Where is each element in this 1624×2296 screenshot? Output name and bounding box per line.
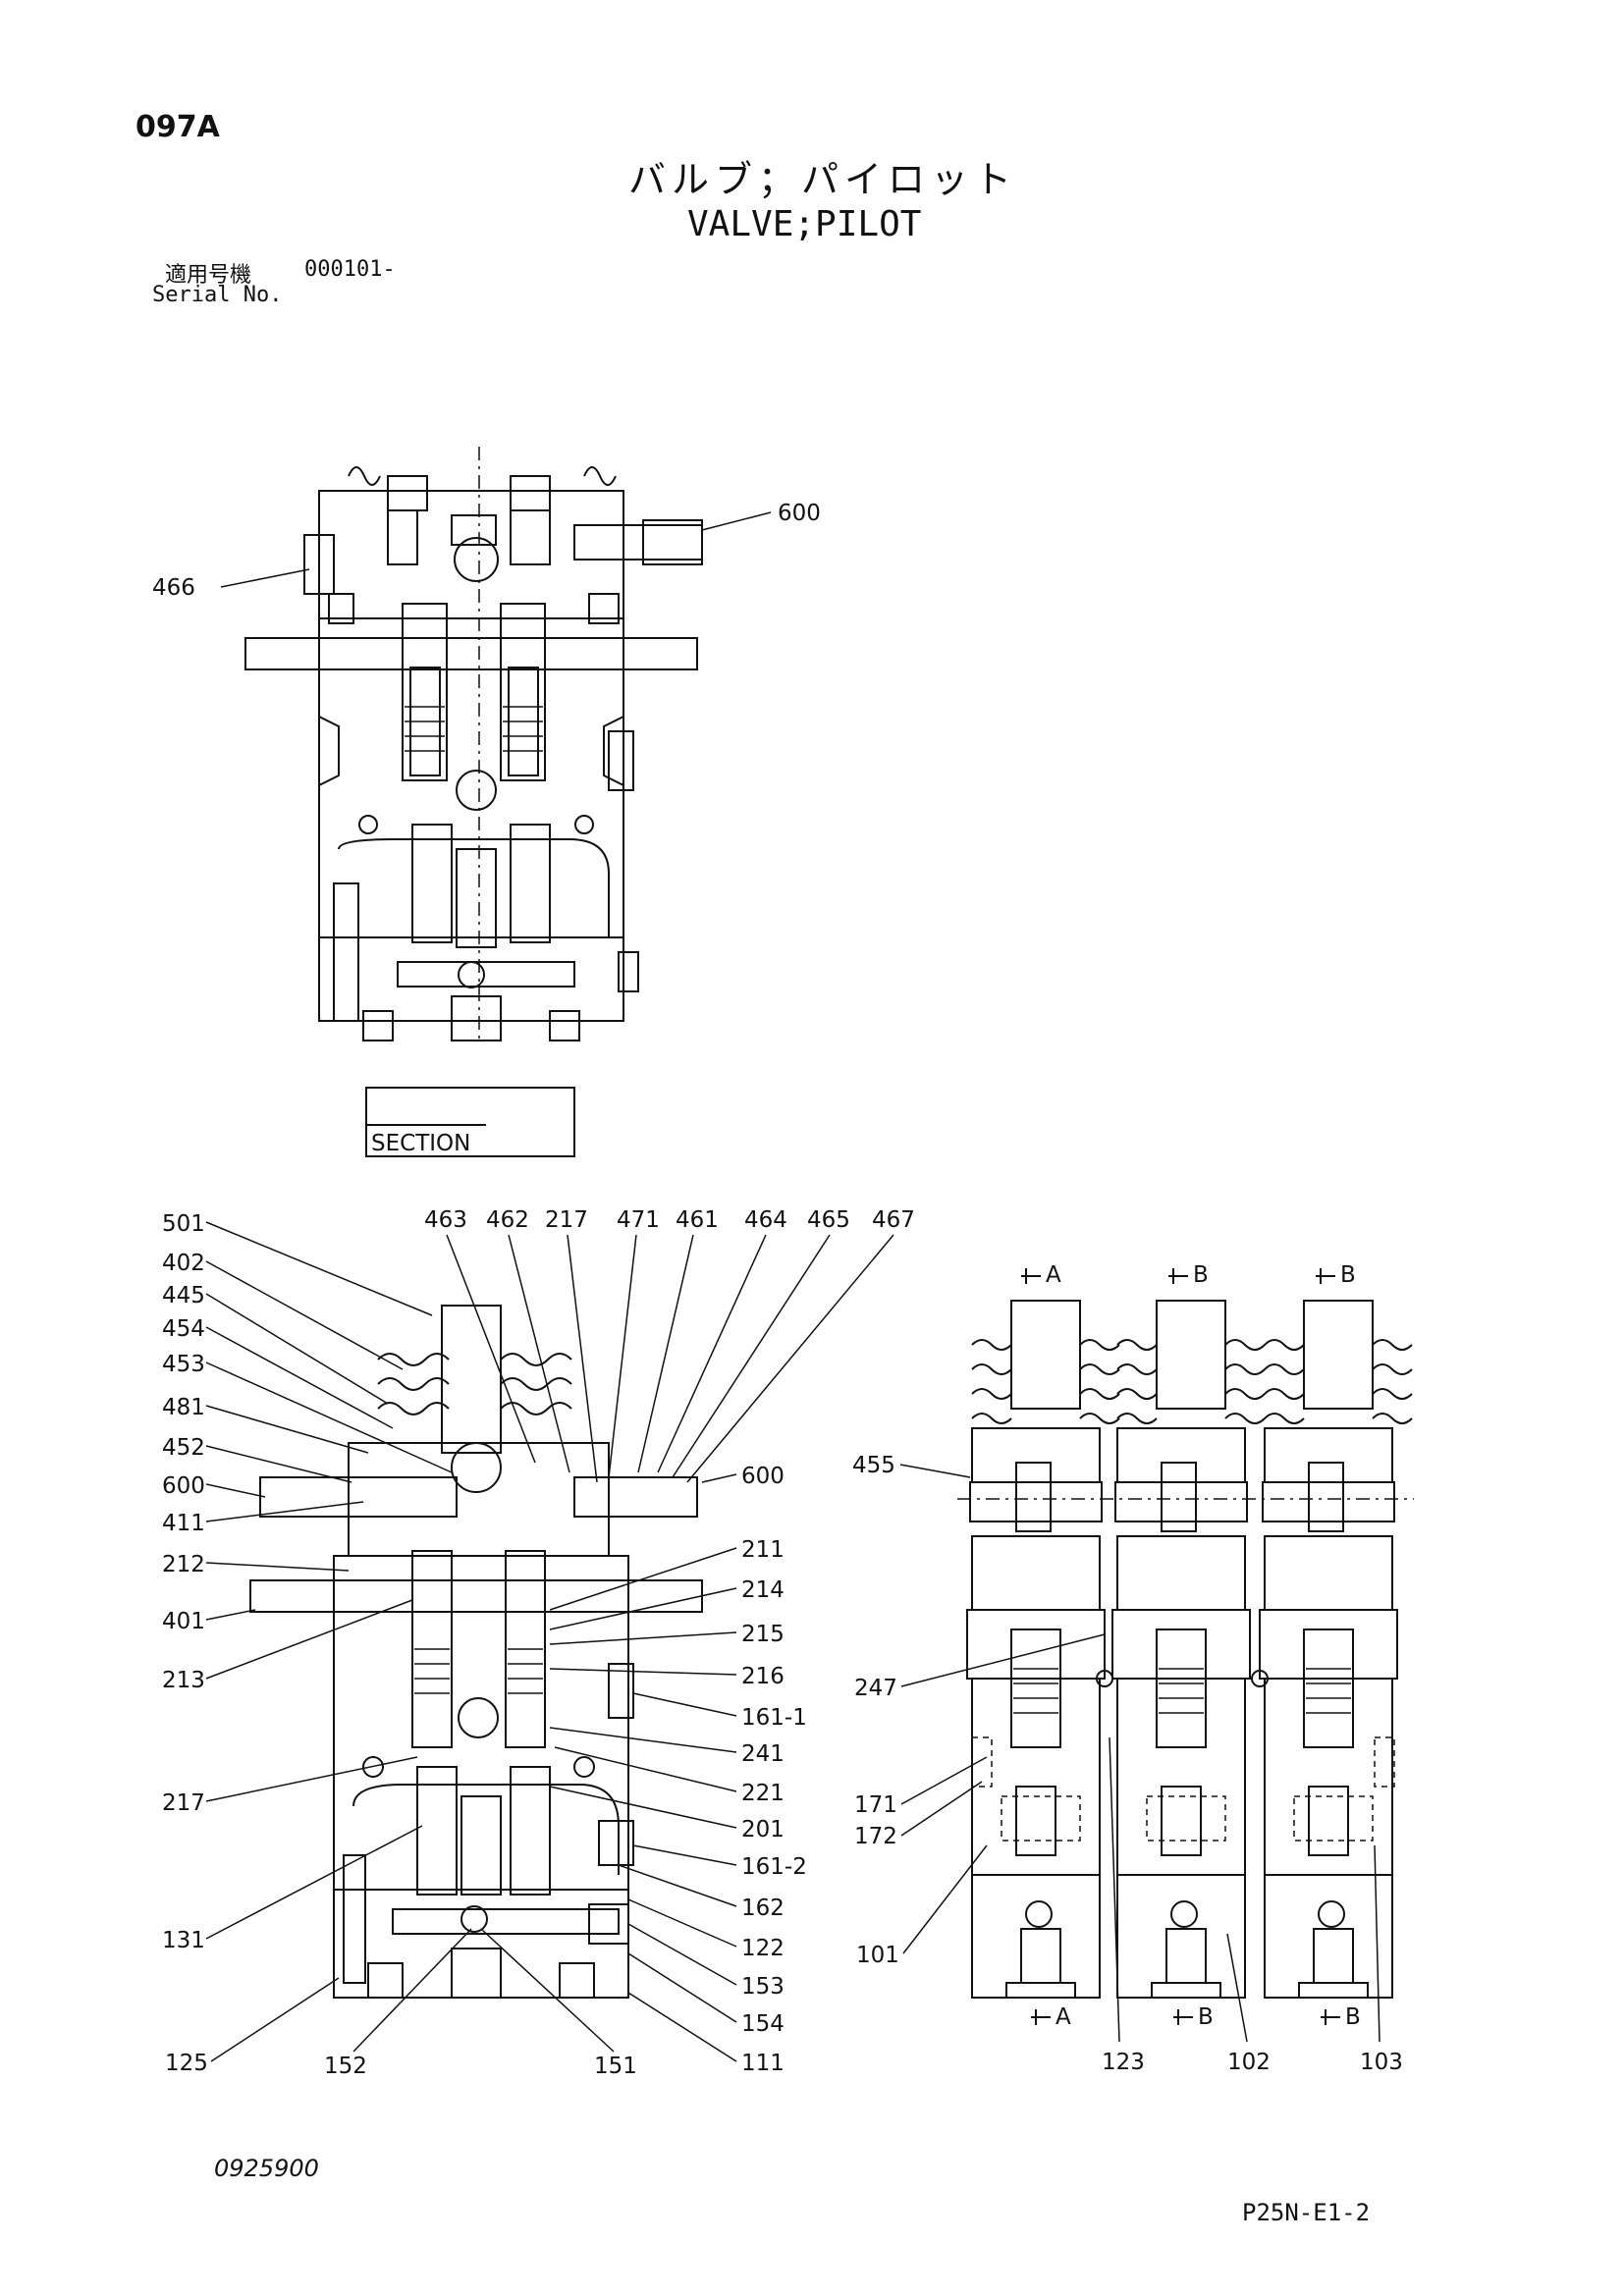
callout-label: 471 [617, 1207, 660, 1233]
section-marker: B [1193, 1262, 1209, 1288]
callout-label: 215 [741, 1622, 785, 1647]
bottom-left-drawing [249, 1305, 703, 1999]
callout-label: 162 [741, 1896, 785, 1921]
callout-label: 411 [162, 1511, 205, 1536]
callout-label: 401 [162, 1609, 205, 1634]
callout-label: 123 [1102, 2050, 1145, 2075]
bottom-left-callouts-left: 501 402 445 454 453 481 452 600 411 212 … [162, 1211, 453, 2076]
callout-label: 461 [676, 1207, 719, 1233]
serial-label-english: Serial No. [152, 283, 283, 307]
callout-label: 211 [741, 1537, 785, 1563]
callout-label: 152 [324, 2054, 367, 2079]
document-number: 0925900 [214, 2155, 319, 2182]
callout-label: 466 [152, 575, 195, 601]
callout-label: 247 [854, 1676, 897, 1701]
section-marker: B [1340, 1262, 1356, 1288]
right-view-section-markers: A B B A B B [1021, 1262, 1361, 2030]
callout-label: 161-1 [741, 1705, 807, 1731]
callout-label: 481 [162, 1395, 205, 1420]
section-marker: B [1345, 2004, 1361, 2030]
bottom-left-callouts-top: 463 462 217 471 461 464 465 467 [424, 1207, 915, 1483]
callout-label: 103 [1360, 2050, 1403, 2075]
callout-label: 214 [741, 1577, 785, 1603]
callout-label: 154 [741, 2011, 785, 2037]
callout-label: 125 [165, 2051, 208, 2076]
callout-label: 213 [162, 1668, 205, 1693]
section-marker: B [1198, 2004, 1214, 2030]
right-view-callouts: 455 247 171 172 101 123 102 103 [852, 1453, 1403, 2075]
bottom-left-callouts-bottom: 152 151 [324, 1928, 637, 2079]
section-label: SECTION [371, 1131, 470, 1156]
callout-label: 111 [741, 2051, 785, 2076]
callout-label: 600 [741, 1464, 785, 1489]
bottom-left-callouts-right: 600 211 214 215 216 161-1 241 221 201 16… [549, 1464, 807, 2076]
callout-label: 453 [162, 1352, 205, 1377]
callout-label: 501 [162, 1211, 205, 1237]
title-english: VALVE;PILOT [687, 204, 922, 244]
callout-label: 241 [741, 1741, 785, 1767]
callout-label: 452 [162, 1435, 205, 1461]
callout-label: 600 [162, 1473, 205, 1499]
callout-label: 462 [486, 1207, 529, 1233]
callout-label: 153 [741, 1974, 785, 2000]
callout-label: 600 [778, 501, 821, 526]
callout-label: 151 [594, 2054, 637, 2079]
callout-label: 465 [807, 1207, 850, 1233]
callout-label: 467 [872, 1207, 915, 1233]
callout-label: 454 [162, 1316, 205, 1342]
callout-label: 221 [741, 1781, 785, 1806]
callout-label: 455 [852, 1453, 895, 1478]
callout-label: 445 [162, 1283, 205, 1308]
callout-label: 463 [424, 1207, 467, 1233]
callout-label: 172 [854, 1824, 897, 1849]
callout-label: 131 [162, 1928, 205, 1953]
callout-label: 122 [741, 1936, 785, 1961]
callout-label: 212 [162, 1552, 205, 1577]
section-marker: A [1046, 1262, 1061, 1288]
callout-label: 217 [162, 1790, 205, 1816]
section-box: SECTION [365, 1087, 575, 1157]
right-section-drawing [957, 1300, 1414, 1999]
page-code: 097A [135, 110, 220, 144]
callout-label: 217 [545, 1207, 588, 1233]
serial-label-japanese: 適用号機 [165, 263, 252, 288]
callout-label: 171 [854, 1792, 897, 1818]
callout-label: 464 [744, 1207, 787, 1233]
section-marker: A [1056, 2004, 1071, 2030]
callout-label: 161-2 [741, 1854, 807, 1880]
callout-label: 101 [856, 1943, 899, 1968]
callout-label: 102 [1227, 2050, 1271, 2075]
serial-value: 000101- [304, 257, 396, 282]
title-japanese: バルブ；パイロット [628, 158, 1018, 201]
callout-label: 402 [162, 1251, 205, 1276]
callout-label: 201 [741, 1817, 785, 1842]
page-reference: P25N-E1-2 [1242, 2199, 1371, 2226]
callout-label: 216 [741, 1664, 785, 1689]
top-view-callouts: 600 466 [152, 501, 821, 601]
top-section-drawing [244, 447, 703, 1041]
